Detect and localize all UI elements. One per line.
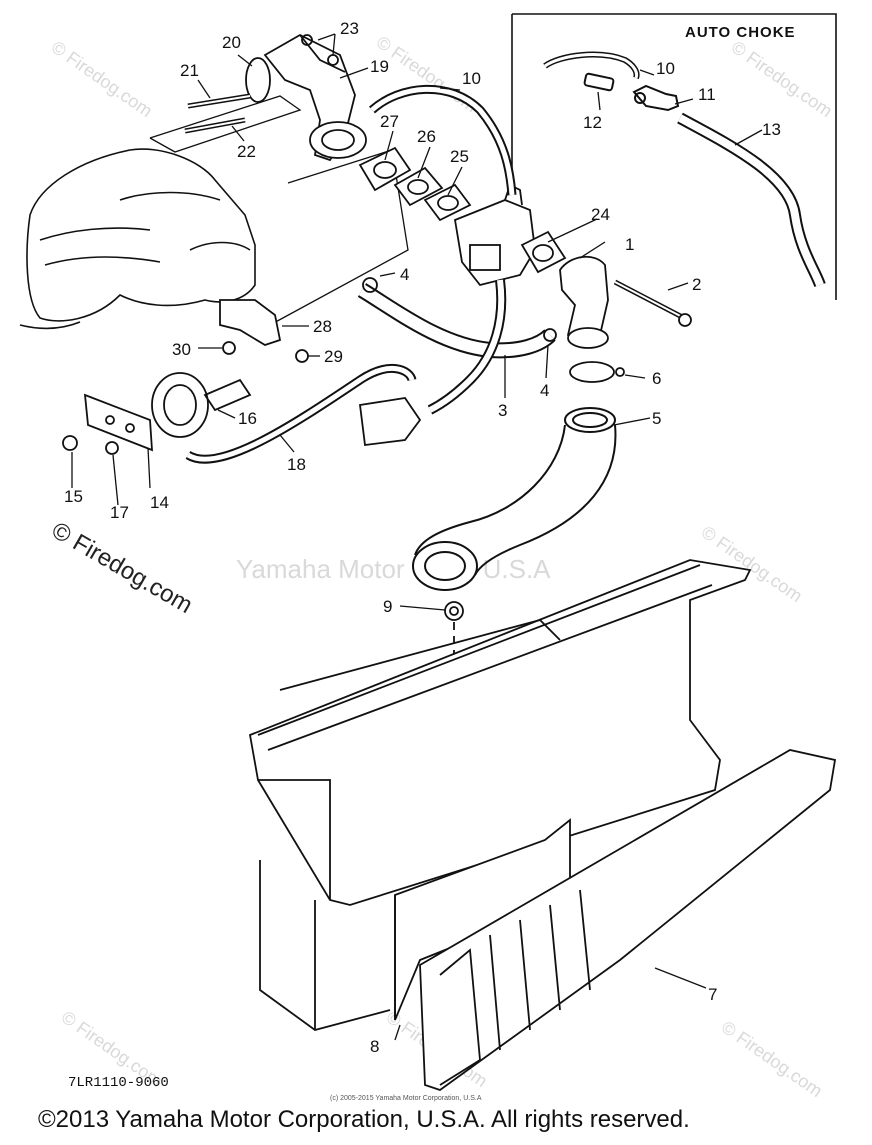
callout-3: 3 [498,401,507,420]
callout-5: 5 [652,409,661,428]
callout-26: 26 [417,127,436,146]
callout-27: 27 [380,112,399,131]
callout-2: 2 [692,275,701,294]
callout-7: 7 [708,985,717,1004]
callout-19: 19 [370,57,389,76]
callout-21: 21 [180,61,199,80]
callout-22: 22 [237,142,256,161]
callout-18: 18 [287,455,306,474]
watermark-3: © Firedog.com [728,37,836,121]
intake-manifold-parts [184,33,536,287]
callout-14: 14 [150,493,169,512]
callouts: 1 2 3 4 4 5 6 7 8 9 10 10 11 12 13 14 15… [64,19,781,1056]
small-copyright: (c) 2005-2015 Yamaha Motor Corporation, … [330,1095,482,1102]
callout-11: 11 [698,85,716,104]
firedog-watermark-dark: © Firedog.com [47,517,197,619]
callout-8: 8 [370,1037,379,1056]
air-box [248,559,837,1091]
callout-9: 9 [383,597,392,616]
auto-choke-parts [543,51,826,288]
callout-4b: 4 [540,381,549,400]
duct-5 [412,407,617,591]
callout-10-choke: 10 [656,59,675,78]
callout-12: 12 [583,113,602,132]
watermark-7: © Firedog.com [718,1017,826,1101]
auto-choke-label: AUTO CHOKE [685,24,796,41]
center-watermark: Yamaha Motor Corp, U.S.A [236,554,551,584]
callout-6: 6 [652,369,661,388]
callout-30: 30 [172,340,191,359]
callout-17: 17 [110,503,129,522]
hose-3 [357,279,556,415]
callout-10: 10 [462,69,481,88]
leader-lines [71,33,763,1041]
callout-28: 28 [313,317,332,336]
section-outline [149,95,409,326]
callout-15: 15 [64,487,83,506]
hose-10 [369,84,517,196]
callout-25: 25 [450,147,469,166]
engine-block [19,148,256,330]
watermark-1: © Firedog.com [48,37,156,121]
callout-24: 24 [591,205,610,224]
callout-16: 16 [238,409,257,428]
auto-choke-box [511,13,837,300]
callout-4a: 4 [400,265,409,284]
callout-1: 1 [625,235,634,254]
callout-13: 13 [762,120,781,139]
callout-29: 29 [324,347,343,366]
copyright-notice: ©2013 Yamaha Motor Corporation, U.S.A. A… [38,1106,690,1133]
clamps [362,277,625,383]
callout-20: 20 [222,33,241,52]
callout-23: 23 [340,19,359,38]
vacuum-parts [62,299,422,464]
part-code: 7LR1110-9060 [68,1075,169,1091]
elbow-parts [520,230,692,349]
